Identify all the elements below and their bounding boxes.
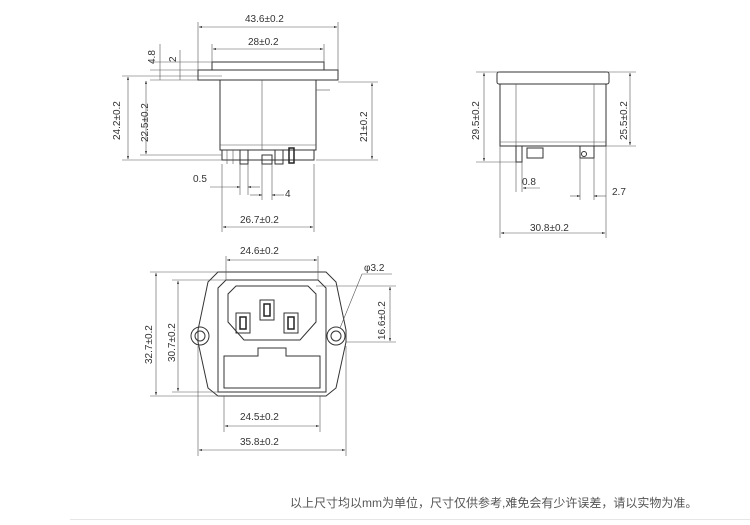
- dim-front-socket-height: 16.6±0.2: [377, 301, 388, 340]
- side-body: [219, 79, 317, 151]
- side-pin: [288, 147, 295, 164]
- dim-side-top: 4.8: [147, 50, 158, 64]
- dim-side-pin-pitch: 4: [285, 189, 291, 200]
- dim-side-right-height: 21±0.2: [359, 111, 370, 142]
- front-slot: [235, 312, 251, 334]
- side-flange: [197, 69, 339, 81]
- side-pin: [261, 154, 273, 165]
- dim-side-flange: 2: [168, 56, 179, 62]
- front-slot: [283, 312, 299, 334]
- side-view: 43.6±0.2 28±0.2 4.8 2 24.2±0.2 22.5±0.2 …: [112, 14, 378, 232]
- front-socket: [227, 285, 317, 341]
- front-slot-inner: [239, 316, 247, 330]
- dim-end-pin-offset: 0.8: [522, 177, 536, 188]
- dim-front-bottom-total: 35.8±0.2: [240, 437, 279, 448]
- end-pin: [515, 145, 523, 163]
- front-body: [217, 279, 327, 393]
- front-fuse-drawer: [223, 347, 321, 389]
- front-slot-inner: [287, 316, 295, 330]
- dim-side-body-height: 22.5±0.2: [140, 103, 151, 142]
- front-view: 24.6±0.2 φ3.2 32.7±0.2 30.7±0.2 16.6±0.2…: [144, 246, 396, 456]
- end-pin: [526, 147, 544, 159]
- dim-front-total-height: 32.7±0.2: [144, 325, 155, 364]
- front-hole-right: [326, 326, 346, 346]
- dim-end-total-height: 29.5±0.2: [471, 101, 482, 140]
- end-body: [499, 83, 607, 147]
- footer-divider: [70, 519, 750, 520]
- dim-side-pin-offset: 0.5: [193, 174, 207, 185]
- dim-end-width: 30.8±0.2: [530, 223, 569, 234]
- front-slot-inner: [263, 303, 271, 317]
- dim-side-width: 43.6±0.2: [245, 14, 284, 25]
- dim-front-inner-height: 30.7±0.2: [167, 323, 178, 362]
- dim-side-total-height: 24.2±0.2: [112, 101, 123, 140]
- front-hole-left: [190, 326, 210, 346]
- front-slot: [259, 299, 275, 321]
- dim-front-hole: φ3.2: [364, 263, 385, 274]
- dim-side-inner: 28±0.2: [248, 37, 279, 48]
- end-view: 29.5±0.2 25.5±0.2 0.8 2.7 30.8±0.2: [471, 71, 636, 238]
- footer-note: 以上尺寸均以mm为单位，尺寸仅供参考,难免会有少许误差，请以实物为准。: [290, 496, 698, 510]
- end-flange: [496, 71, 610, 85]
- side-pin: [239, 149, 249, 165]
- side-flange-top: [211, 61, 325, 71]
- dim-end-pin-width: 2.7: [612, 187, 626, 198]
- dim-side-base-width: 26.7±0.2: [240, 215, 279, 226]
- front-flange: [197, 271, 347, 397]
- side-pin: [274, 149, 284, 165]
- dim-end-body-height: 25.5±0.2: [619, 101, 630, 140]
- dim-front-top-width: 24.6±0.2: [240, 246, 279, 257]
- end-pin: [579, 145, 595, 159]
- dim-front-bottom-inner: 24.5±0.2: [240, 412, 279, 423]
